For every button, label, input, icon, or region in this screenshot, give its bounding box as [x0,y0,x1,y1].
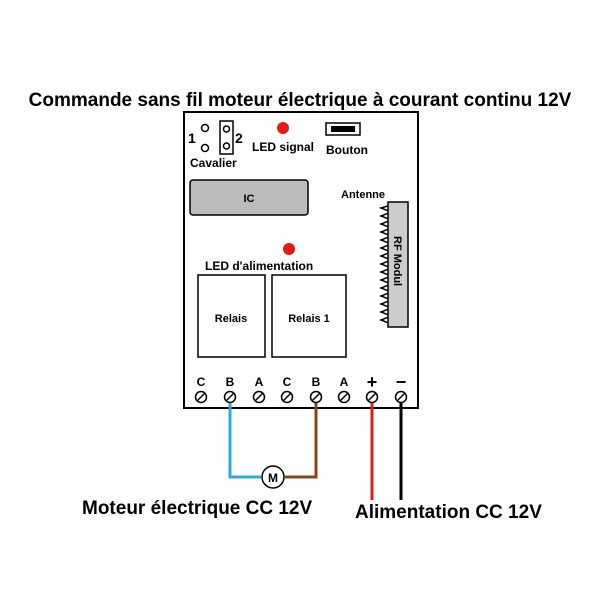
jumper-pin-hole [222,142,231,150]
terminal-screw-icon [252,390,266,404]
button-switch [331,126,355,132]
motor-label: Moteur électrique CC 12V [82,498,312,519]
push-button: Bouton [325,122,368,157]
jumper-pin-hole [222,125,231,133]
antenna-coil-icon [378,204,394,325]
terminal-label: − [396,372,407,392]
terminal-screw-icon [394,390,408,404]
jumper-pin-2: 2 [235,130,243,146]
terminal-block [194,390,408,404]
terminal-screw-icon [280,390,294,404]
relay-1 [271,274,347,358]
led-power-label: LED d'alimentation [205,259,313,273]
power-supply-label: Alimentation CC 12V [355,502,542,523]
terminal-screw-icon [309,390,323,404]
ic-label: IC [244,193,255,205]
ic-chip [189,179,309,216]
terminal-screw-icon [337,390,351,404]
receiver-board [183,111,419,409]
motor-icon [261,465,285,489]
led-power-icon [283,243,295,255]
terminal-label: B [312,375,321,389]
wire-brown [285,403,318,479]
jumper-label: Cavalier [190,156,237,170]
terminal-label: C [197,375,206,389]
jumper-pin-hole [200,143,210,153]
wire-blue [228,403,261,479]
terminal-label: B [226,375,235,389]
terminal-label: + [367,372,378,392]
led-signal-icon [277,122,289,134]
button-label: Bouton [326,143,368,157]
antenna-label: Antenne [341,189,385,201]
terminal-screw-icon [223,390,237,404]
terminal-label: A [340,375,349,389]
terminal-screw-icon [194,390,208,404]
relay-0-label: Relais [215,313,247,325]
rf-module-label: RF Modul [391,236,403,286]
jumper: 1 2 Cavalier [188,120,243,170]
terminal-screw-icon [365,390,379,404]
diagram-title: Commande sans fil moteur électrique à co… [29,90,572,111]
led-signal-label: LED signal [252,140,314,154]
jumper-pin-1: 1 [188,130,196,146]
relay-1-label: Relais 1 [288,313,330,325]
jumper-pin-hole [200,123,210,133]
rf-module [387,201,409,328]
terminal-label: A [255,375,264,389]
relay-0 [197,274,266,358]
motor-symbol: M [268,471,278,485]
terminal-label: C [283,375,292,389]
